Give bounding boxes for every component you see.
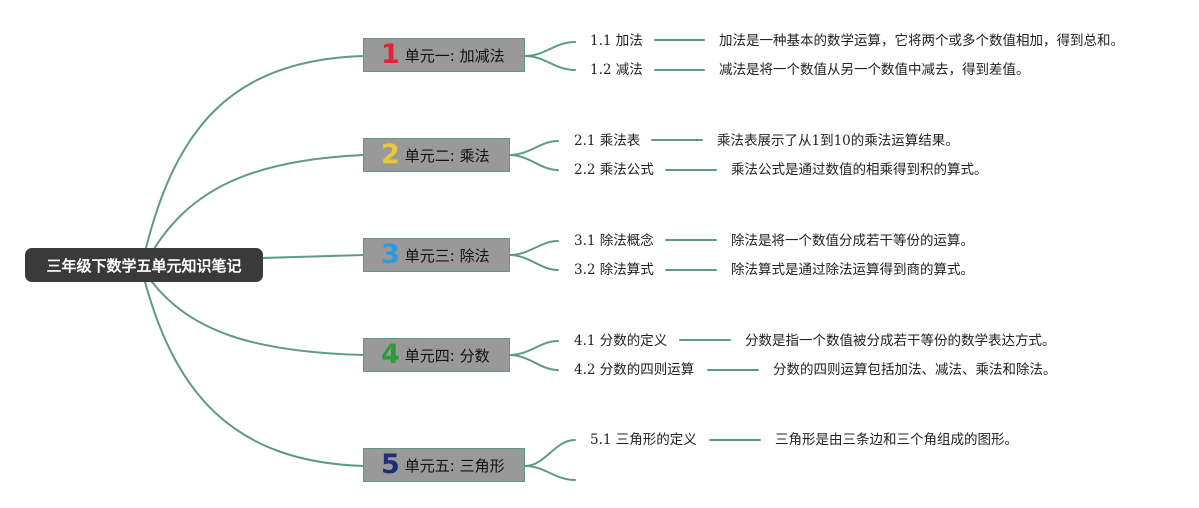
connector-unit-4-topic-1 <box>508 340 559 356</box>
topic-desc-3-2: 除法算式是通过除法运算得到商的算式。 <box>731 262 974 278</box>
connector-root-unit-3 <box>261 254 365 259</box>
topic-4-1[interactable]: 4.1 分数的定义 <box>574 333 668 349</box>
connector-unit-3-topic-2 <box>508 254 559 271</box>
root-title: 三年级下数学五单元知识笔记 <box>46 256 242 275</box>
unit-number-2: 2 <box>381 138 400 170</box>
connector-unit-2-topic-1 <box>508 140 559 156</box>
unit-label-2: 单元二: 乘法 <box>404 146 490 165</box>
topic-desc-4-2: 分数的四则运算包括加法、减法、乘法和除法。 <box>773 362 1057 378</box>
topic-desc-3-1: 除法是将一个数值分成若干等份的运算。 <box>731 233 974 249</box>
topic-4-2[interactable]: 4.2 分数的四则运算 <box>574 362 695 378</box>
topic-desc-4-1: 分数是指一个数值被分成若干等份的数学表达方式。 <box>745 333 1056 349</box>
connector-unit-1-topic-1 <box>524 41 576 57</box>
unit-label-1: 单元一: 加减法 <box>404 46 505 65</box>
connector-unit-5-topic-1 <box>524 439 576 467</box>
connector-unit-3-topic-1 <box>508 240 559 256</box>
topic-desc-1-2: 减法是将一个数值从另一个数值中减去，得到差值。 <box>719 62 1030 78</box>
unit-label-5: 单元五: 三角形 <box>404 456 505 475</box>
unit-number-4: 4 <box>381 338 400 370</box>
connector-unit-5-topic-2 <box>524 465 576 481</box>
topic-desc-2-2: 乘法公式是通过数值的相乘得到积的算式。 <box>731 162 988 178</box>
unit-node-5[interactable]: 5 单元五: 三角形 <box>363 448 525 482</box>
unit-node-3[interactable]: 3 单元三: 除法 <box>363 238 510 272</box>
topic-1-2[interactable]: 1.2 减法 <box>590 62 643 78</box>
topic-desc-1-1: 加法是一种基本的数学运算，它将两个或多个数值相加，得到总和。 <box>719 33 1124 49</box>
unit-label-3: 单元三: 除法 <box>404 246 490 265</box>
connector-root-unit-1 <box>144 55 365 253</box>
unit-label-4: 单元四: 分数 <box>404 346 490 365</box>
connector-unit-1-topic-2 <box>524 55 576 71</box>
unit-node-1[interactable]: 1 单元一: 加减法 <box>363 38 525 72</box>
topic-3-2[interactable]: 3.2 除法算式 <box>574 262 654 278</box>
connector-root-unit-4 <box>151 281 365 356</box>
connector-root-unit-2 <box>151 154 365 253</box>
root-node[interactable]: 三年级下数学五单元知识笔记 <box>25 248 263 282</box>
topic-2-2[interactable]: 2.2 乘法公式 <box>574 162 654 178</box>
unit-number-1: 1 <box>381 38 400 70</box>
connector-unit-4-topic-2 <box>508 354 559 371</box>
topic-3-1[interactable]: 3.1 除法概念 <box>574 233 654 249</box>
topic-desc-5-1: 三角形是由三条边和三个角组成的图形。 <box>775 432 1018 448</box>
unit-node-4[interactable]: 4 单元四: 分数 <box>363 338 510 372</box>
connector-root-unit-5 <box>144 281 365 467</box>
topic-desc-2-1: 乘法表展示了从1到10的乘法运算结果。 <box>717 133 959 149</box>
topic-2-1[interactable]: 2.1 乘法表 <box>574 133 641 149</box>
unit-number-5: 5 <box>381 448 400 480</box>
unit-number-3: 3 <box>381 238 400 270</box>
unit-node-2[interactable]: 2 单元二: 乘法 <box>363 138 510 172</box>
connector-unit-2-topic-2 <box>508 154 559 171</box>
topic-1-1[interactable]: 1.1 加法 <box>590 33 643 49</box>
topic-5-1[interactable]: 5.1 三角形的定义 <box>590 432 697 448</box>
